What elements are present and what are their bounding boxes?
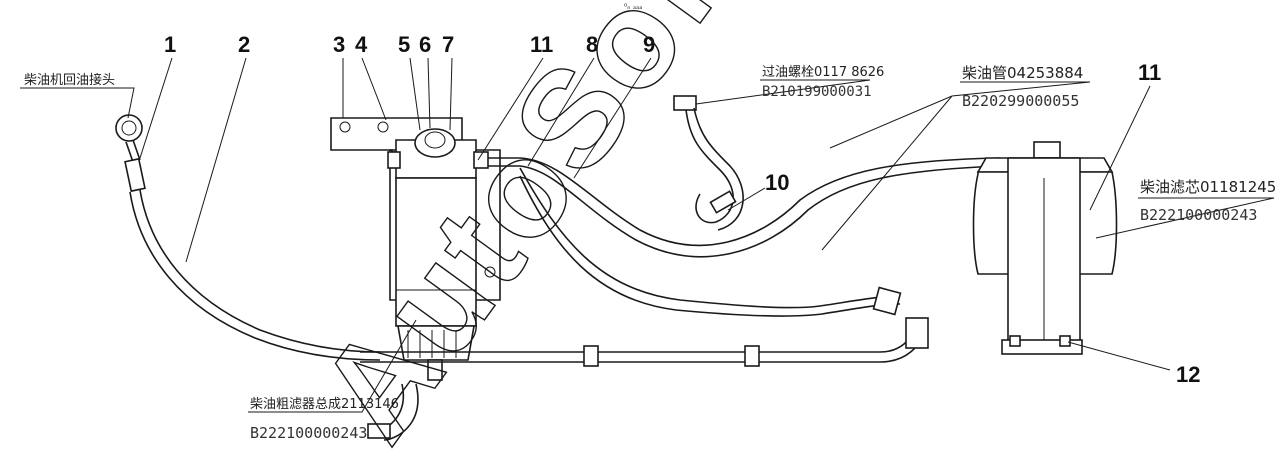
return-connector-part <box>115 114 146 193</box>
note-filter-element-code: B222100000243 <box>1140 206 1257 224</box>
note-fuel-pipe-code: B220299000055 <box>962 92 1079 110</box>
note-coarse-filter-name: 柴油粗滤器总成2113146 <box>250 397 399 412</box>
callout-4: 4 <box>355 32 368 57</box>
fuel-filter-element <box>972 141 1118 355</box>
leader-lines <box>20 57 1275 413</box>
note-filter-bolt-name: 过油螺栓0117 8626 <box>762 65 884 80</box>
note-coarse-filter-code: B222100000243 <box>250 424 367 442</box>
note-fuel-pipe-name: 柴油管04253884 <box>962 64 1083 82</box>
return-hose <box>129 189 381 361</box>
callout-6: 6 <box>419 32 431 57</box>
bolt-hose-loop <box>673 95 744 231</box>
callout-11-right: 11 <box>1138 60 1161 85</box>
callout-2: 2 <box>238 32 250 57</box>
callout-5: 5 <box>398 32 410 57</box>
callout-12: 12 <box>1176 362 1200 387</box>
callout-10: 10 <box>765 170 789 195</box>
note-filter-element-name: 柴油滤芯01181245 <box>1140 178 1276 196</box>
callout-1: 1 <box>164 32 176 57</box>
header-mark: ⁰ₙ ₐₐₐ <box>624 2 642 11</box>
callout-3: 3 <box>333 32 345 57</box>
note-filter-bolt-code: B210199000031 <box>762 84 872 100</box>
callout-7: 7 <box>442 32 454 57</box>
note-return-connector: 柴油机回油接头 <box>24 72 115 88</box>
coarse-filter-assembly <box>387 128 489 381</box>
callout-8: 8 <box>586 32 598 57</box>
callout-9: 9 <box>643 32 655 57</box>
callout-11-left: 11 <box>530 32 553 57</box>
watermark-text: AutoSoft <box>290 0 776 460</box>
